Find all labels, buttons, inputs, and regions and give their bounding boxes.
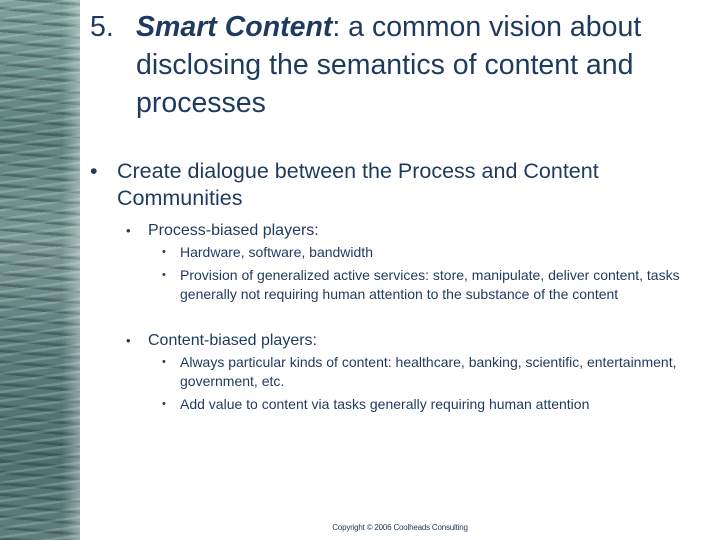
bullet-main: • Create dialogue between the Process an…	[90, 158, 690, 212]
bullet-process-item-1-text: Hardware, software, bandwidth	[180, 244, 373, 260]
copyright-footer: Copyright © 2006 Coolheads Consulting	[332, 523, 468, 532]
bullet-process-item-2: • Provision of generalized active servic…	[162, 266, 707, 303]
bullet-dot-icon: •	[90, 159, 98, 183]
title-emphasis: Smart Content	[136, 11, 333, 43]
bullet-content-item-1-text: Always particular kinds of content: heal…	[180, 354, 677, 389]
bullet-dot-icon: •	[162, 398, 166, 410]
bullet-process-item-1: • Hardware, software, bandwidth	[162, 243, 707, 262]
bullet-dot-icon: •	[162, 246, 166, 258]
bullet-process-label: Process-biased players:	[148, 222, 319, 239]
title-line-3: processes	[136, 87, 266, 119]
title-line-2: disclosing the semantics of content and	[136, 49, 634, 81]
bullet-content-biased: • Content-biased players:	[126, 331, 696, 351]
bullet-content-item-1: • Always particular kinds of content: he…	[162, 353, 707, 390]
bullet-dot-icon: •	[162, 269, 166, 281]
bullet-process-biased: • Process-biased players:	[126, 221, 696, 241]
title-line-1-rest: : a common vision about	[332, 11, 642, 43]
bullet-dot-icon: •	[126, 333, 131, 348]
bullet-content-label: Content-biased players:	[148, 332, 317, 349]
slide-title: 5. Smart Content: a common vision about d…	[90, 8, 710, 122]
bullet-process-item-2-text: Provision of generalized active services…	[180, 267, 680, 302]
bullet-content-item-2-text: Add value to content via tasks generally…	[180, 396, 590, 412]
water-background-image	[0, 0, 80, 540]
bullet-dot-icon: •	[162, 356, 166, 368]
bullet-content-item-2: • Add value to content via tasks general…	[162, 395, 707, 414]
bullet-main-text: Create dialogue between the Process and …	[117, 159, 599, 210]
bullet-dot-icon: •	[126, 223, 131, 238]
title-number: 5.	[90, 11, 114, 43]
title-line-1: 5. Smart Content: a common vision about	[90, 8, 710, 46]
